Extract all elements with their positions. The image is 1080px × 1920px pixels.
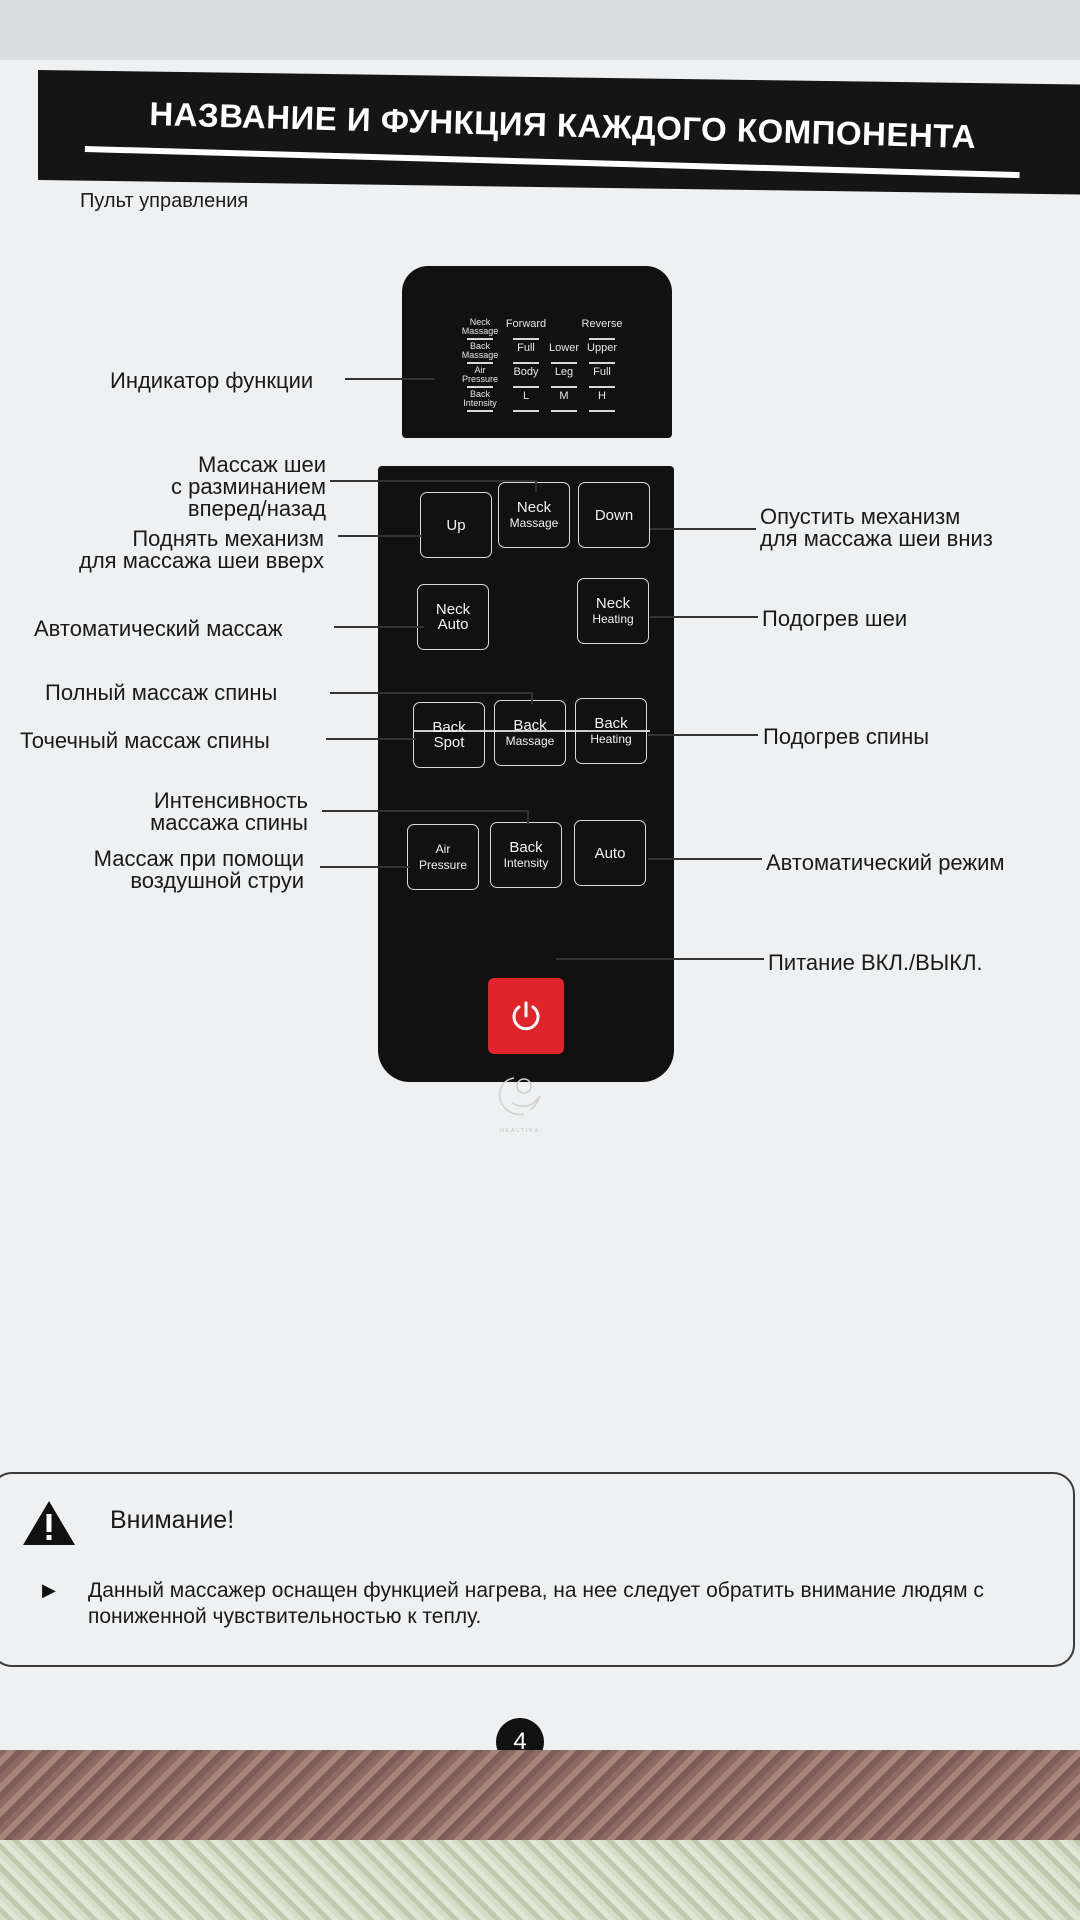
fabric-background (0, 1840, 1080, 1920)
indicator-led (589, 410, 615, 412)
indicator-label: Forward (505, 318, 547, 330)
label-air-1: Массаж при помощи (93, 846, 304, 871)
indicator-led (513, 386, 539, 388)
label-intensity-1: Интенсивность (153, 788, 308, 813)
leader-line (648, 858, 762, 860)
auto-button[interactable]: Auto (574, 820, 646, 886)
label-spot-back: Точечный массаж спины (20, 728, 270, 753)
indicator-label: Leg (554, 366, 574, 378)
label-auto-massage: Автоматический массаж (34, 616, 283, 641)
leader-line (326, 738, 416, 740)
indicator-led (467, 410, 493, 412)
indicator-led (551, 386, 577, 388)
leader-line (322, 810, 528, 812)
indicator-led (513, 362, 539, 364)
leader-line (320, 866, 410, 868)
label-back-heat: Подогрев спины (763, 724, 930, 749)
label-lower-2: для массажа шеи вниз (760, 526, 993, 551)
leader-line (334, 626, 424, 628)
label-neck-heat: Подогрев шеи (762, 606, 908, 631)
fabric-background (0, 1750, 1080, 1840)
indicator-label: Upper (587, 342, 617, 354)
indicator-led (467, 362, 493, 364)
indicator-label: Reverse (581, 318, 623, 330)
indicator-label: M (559, 390, 569, 402)
warning-title: Внимание! (110, 1506, 235, 1534)
indicator-led (551, 410, 577, 412)
label-full-back: Полный массаж спины (45, 680, 278, 705)
label-neck-kneading-2: с разминанием (170, 474, 326, 499)
indicator-panel (402, 266, 672, 438)
leader-line (330, 692, 532, 694)
remote-divider (414, 730, 650, 732)
indicator-led (467, 338, 493, 340)
background (0, 0, 1080, 60)
leader-line (531, 692, 533, 704)
warning-box (0, 1472, 1075, 1667)
leader-line (650, 528, 756, 530)
section-subtitle: Пульт управления (80, 190, 249, 212)
leader-line (650, 616, 758, 618)
label-power: Питание ВКЛ./ВЫКЛ. (768, 950, 983, 975)
leader-line (345, 378, 435, 380)
power-icon (512, 1001, 540, 1031)
leader-line (648, 734, 758, 736)
label-raise-1: Поднять механизм (132, 526, 324, 551)
label-intensity-2: массажа спины (150, 810, 308, 835)
leader-line (338, 535, 422, 537)
label-neck-kneading-3: вперед/назад (187, 496, 326, 521)
warning-text: Данный массажер оснащен функцией нагрева… (88, 1579, 984, 1628)
indicator-led (513, 410, 539, 412)
indicator-led (467, 386, 493, 388)
indicator-label: Lower (549, 342, 579, 354)
label-air-2: воздушной струи (130, 868, 304, 893)
indicator-label: Full (593, 366, 611, 378)
label-function-indicator: Индикатор функции (110, 368, 314, 393)
leader-line (535, 480, 537, 492)
up-button[interactable]: Up (420, 492, 492, 558)
whale-logo-icon (498, 1077, 541, 1116)
leader-line (527, 810, 529, 824)
indicator-led (589, 362, 615, 364)
indicator-led (589, 386, 615, 388)
indicator-led (589, 338, 615, 340)
bullet-icon: ▶ (42, 1580, 56, 1600)
indicator-label: Body (513, 366, 539, 378)
indicator-label: L (522, 390, 530, 402)
manual-page: НАЗВАНИЕ И ФУНКЦИЯ КАЖДОГО КОМПОНЕНТА Пу… (0, 60, 1080, 1750)
indicator-led (551, 362, 577, 364)
indicator-label: Full (517, 342, 535, 354)
leader-line (556, 958, 764, 960)
indicator-led (513, 338, 539, 340)
leader-line (330, 480, 536, 482)
page-number: 4 (496, 1718, 544, 1750)
brand-name: HEALTIKA (500, 1128, 540, 1134)
label-lower-1: Опустить механизм (760, 504, 961, 529)
down-button[interactable]: Down (578, 482, 650, 548)
warning-icon (23, 1501, 75, 1545)
indicator-label: H (598, 390, 606, 402)
label-auto-mode: Автоматический режим (766, 850, 1005, 875)
label-raise-2: для массажа шеи вверх (79, 548, 324, 573)
power-button[interactable] (488, 978, 564, 1054)
label-neck-kneading-1: Массаж шеи (197, 452, 326, 477)
